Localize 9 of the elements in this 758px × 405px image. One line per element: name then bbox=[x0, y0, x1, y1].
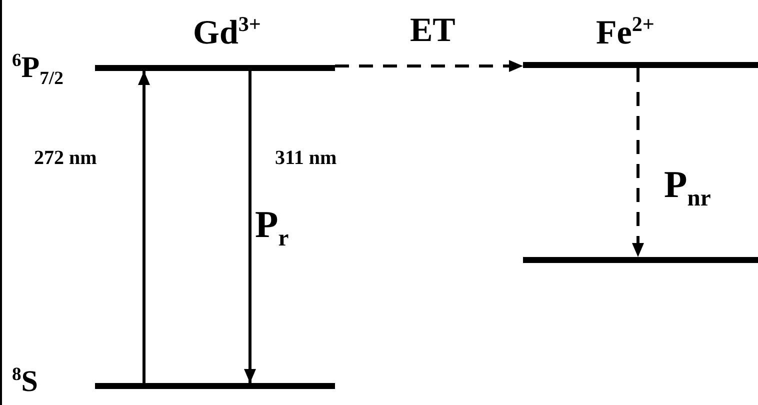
arrow bbox=[138, 71, 150, 383]
ion-label: Gd$^{3+}$ bbox=[193, 14, 261, 50]
ion-label: Fe$^{2+}$ bbox=[596, 14, 654, 50]
arrow bbox=[632, 68, 644, 257]
term-symbol: $^{8}$S bbox=[12, 366, 38, 397]
ion-label: P$_{r}$ bbox=[255, 206, 289, 252]
arrow bbox=[244, 71, 256, 383]
term-symbol: $^{6}$P$_{7/2}$ bbox=[12, 52, 64, 89]
arrow bbox=[335, 60, 523, 72]
